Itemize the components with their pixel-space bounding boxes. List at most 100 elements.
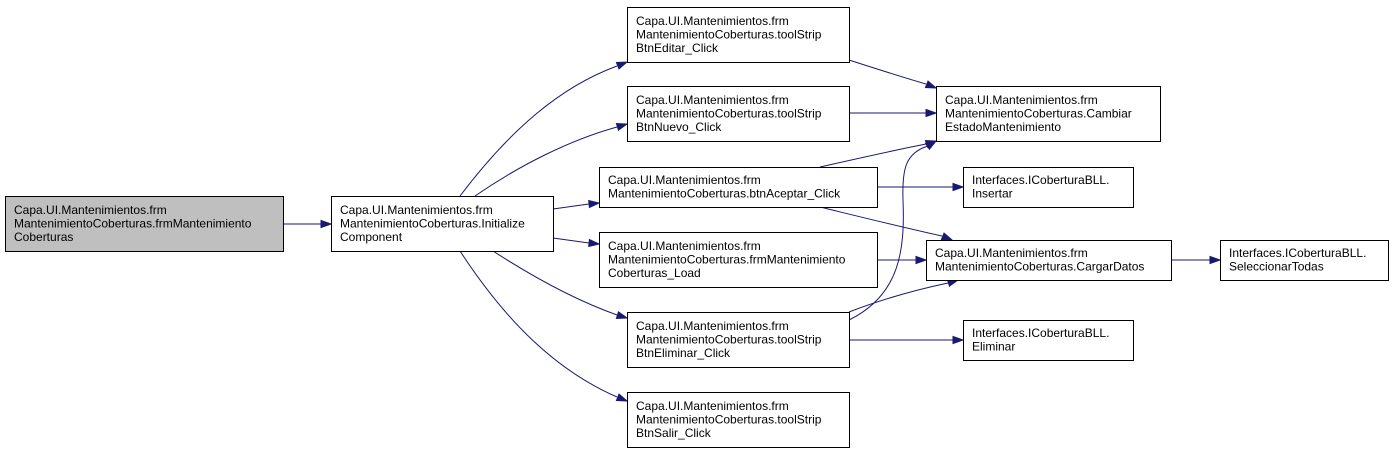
node-label-line: Capa.UI.Mantenimientos.frm: [636, 14, 789, 28]
edge-line: [459, 65, 618, 197]
edge-load-to-cargar: [877, 255, 928, 265]
arrowhead-icon: [915, 255, 928, 265]
edge-line: [848, 59, 927, 85]
node-label-line: BtnEliminar_Click: [636, 346, 731, 360]
edge-initialize-to-salir: [459, 250, 629, 402]
node-label-line: Interfaces.ICoberturaBLL.: [972, 326, 1109, 340]
edge-initialize-to-aceptar: [552, 199, 601, 210]
node-aceptar[interactable]: Capa.UI.Mantenimientos.frmMantenimientoC…: [599, 167, 878, 208]
arrowhead-icon: [952, 335, 965, 345]
edge-line: [552, 237, 590, 244]
node-label-line: MantenimientoCoberturas.btnAceptar_Click: [608, 187, 841, 201]
node-box: [627, 392, 850, 448]
edge-editar-to-cambiar: [848, 59, 938, 89]
node-box: [5, 196, 284, 252]
node-label-line: MantenimientoCoberturas.Cambiar: [945, 106, 1132, 120]
node-label-line: MantenimientoCoberturas.toolStrip: [636, 332, 822, 346]
node-label-line: Component: [340, 230, 403, 244]
edge-root-to-initialize: [283, 219, 333, 229]
edge-initialize-to-load: [552, 237, 601, 248]
arrowhead-icon: [940, 232, 954, 241]
node-label-line: Interfaces.ICoberturaBLL.: [1229, 246, 1366, 260]
edge-aceptar-to-insertar: [877, 182, 965, 192]
node-box: [963, 320, 1134, 361]
node-insertar[interactable]: Interfaces.ICoberturaBLL.Insertar: [963, 167, 1134, 208]
arrowhead-icon: [588, 238, 601, 248]
node-eliminar[interactable]: Capa.UI.Mantenimientos.frmMantenimientoC…: [627, 312, 850, 368]
edge-line: [552, 203, 590, 210]
node-nuevo[interactable]: Capa.UI.Mantenimientos.frmMantenimientoC…: [627, 86, 850, 142]
arrowhead-icon: [952, 182, 965, 192]
node-label-line: BtnSalir_Click: [636, 426, 712, 440]
edge-aceptar-to-cambiar: [819, 139, 938, 168]
node-label-line: Capa.UI.Mantenimientos.frm: [935, 246, 1088, 260]
node-label-line: Capa.UI.Mantenimientos.frm: [636, 399, 789, 413]
edge-line: [819, 143, 927, 168]
node-label-line: MantenimientoCoberturas.Initialize: [340, 216, 525, 230]
node-label-line: MantenimientoCoberturas.CargarDatos: [935, 260, 1144, 274]
node-box: [627, 7, 850, 63]
edge-line: [848, 282, 949, 313]
edge-line: [459, 250, 618, 398]
edge-initialize-to-editar: [459, 61, 629, 197]
node-box: [599, 232, 878, 288]
node-label-line: SeleccionarTodas: [1229, 260, 1324, 274]
node-label-line: Insertar: [972, 187, 1013, 201]
node-label-line: Capa.UI.Mantenimientos.frm: [945, 93, 1098, 107]
edge-cargar-to-seleccionar: [1171, 255, 1222, 265]
node-label-line: Coberturas_Load: [608, 266, 701, 280]
edge-line: [848, 145, 929, 321]
node-seleccionar[interactable]: Interfaces.ICoberturaBLL.SeleccionarToda…: [1220, 240, 1389, 281]
node-root[interactable]: Capa.UI.Mantenimientos.frmMantenimientoC…: [5, 196, 284, 252]
edge-initialize-to-nuevo: [474, 122, 629, 197]
node-label-line: Eliminar: [972, 340, 1015, 354]
node-label-line: MantenimientoCoberturas.toolStrip: [636, 106, 822, 120]
node-box: [599, 167, 878, 208]
arrowhead-icon: [588, 199, 601, 209]
node-box: [331, 196, 554, 252]
edge-initialize-to-eliminar: [492, 250, 629, 320]
node-load[interactable]: Capa.UI.Mantenimientos.frmMantenimientoC…: [599, 232, 878, 288]
edge-nuevo-to-cambiar: [849, 108, 938, 118]
node-label-line: Capa.UI.Mantenimientos.frm: [636, 93, 789, 107]
edge-line: [819, 206, 943, 237]
node-box: [936, 86, 1161, 142]
node-label-line: BtnNuevo_Click: [636, 120, 722, 134]
node-label-line: Interfaces.ICoberturaBLL.: [972, 173, 1109, 187]
node-label-line: Capa.UI.Mantenimientos.frm: [340, 203, 493, 217]
arrowhead-icon: [924, 80, 938, 89]
arrowhead-icon: [615, 122, 629, 132]
node-label-line: Capa.UI.Mantenimientos.frm: [608, 239, 761, 253]
node-box: [1220, 240, 1389, 281]
node-label-line: MantenimientoCoberturas.frmMantenimiento: [14, 216, 252, 230]
node-label-line: Coberturas: [14, 230, 73, 244]
edge-line: [474, 126, 618, 197]
node-label-line: MantenimientoCoberturas.toolStrip: [636, 412, 822, 426]
node-box: [926, 240, 1172, 281]
arrowhead-icon: [924, 140, 938, 151]
node-eliminarbll[interactable]: Interfaces.ICoberturaBLL.Eliminar: [963, 320, 1134, 361]
arrowhead-icon: [925, 108, 938, 118]
arrowhead-icon: [615, 61, 629, 70]
edge-eliminar-to-cambiar: [848, 140, 938, 321]
edge-aceptar-to-cargar: [819, 206, 954, 241]
node-cargar[interactable]: Capa.UI.Mantenimientos.frmMantenimientoC…: [926, 240, 1172, 281]
edge-eliminar-to-eliminarbll: [849, 335, 965, 345]
arrowhead-icon: [320, 219, 333, 229]
node-label-line: MantenimientoCoberturas.frmMantenimiento: [608, 252, 846, 266]
edge-line: [492, 250, 618, 316]
node-cambiar[interactable]: Capa.UI.Mantenimientos.frmMantenimientoC…: [936, 86, 1161, 142]
arrowhead-icon: [615, 393, 629, 402]
call-nodes: Capa.UI.Mantenimientos.frmMantenimientoC…: [5, 7, 1389, 448]
node-salir[interactable]: Capa.UI.Mantenimientos.frmMantenimientoC…: [627, 392, 850, 448]
node-label-line: BtnEditar_Click: [636, 41, 719, 55]
node-initialize[interactable]: Capa.UI.Mantenimientos.frmMantenimientoC…: [331, 196, 554, 252]
node-box: [627, 86, 850, 142]
node-label-line: Capa.UI.Mantenimientos.frm: [608, 173, 761, 187]
node-box: [627, 312, 850, 368]
node-editar[interactable]: Capa.UI.Mantenimientos.frmMantenimientoC…: [627, 7, 850, 63]
node-label-line: EstadoMantenimiento: [945, 120, 1061, 134]
node-box: [963, 167, 1134, 208]
arrowhead-icon: [1209, 255, 1222, 265]
